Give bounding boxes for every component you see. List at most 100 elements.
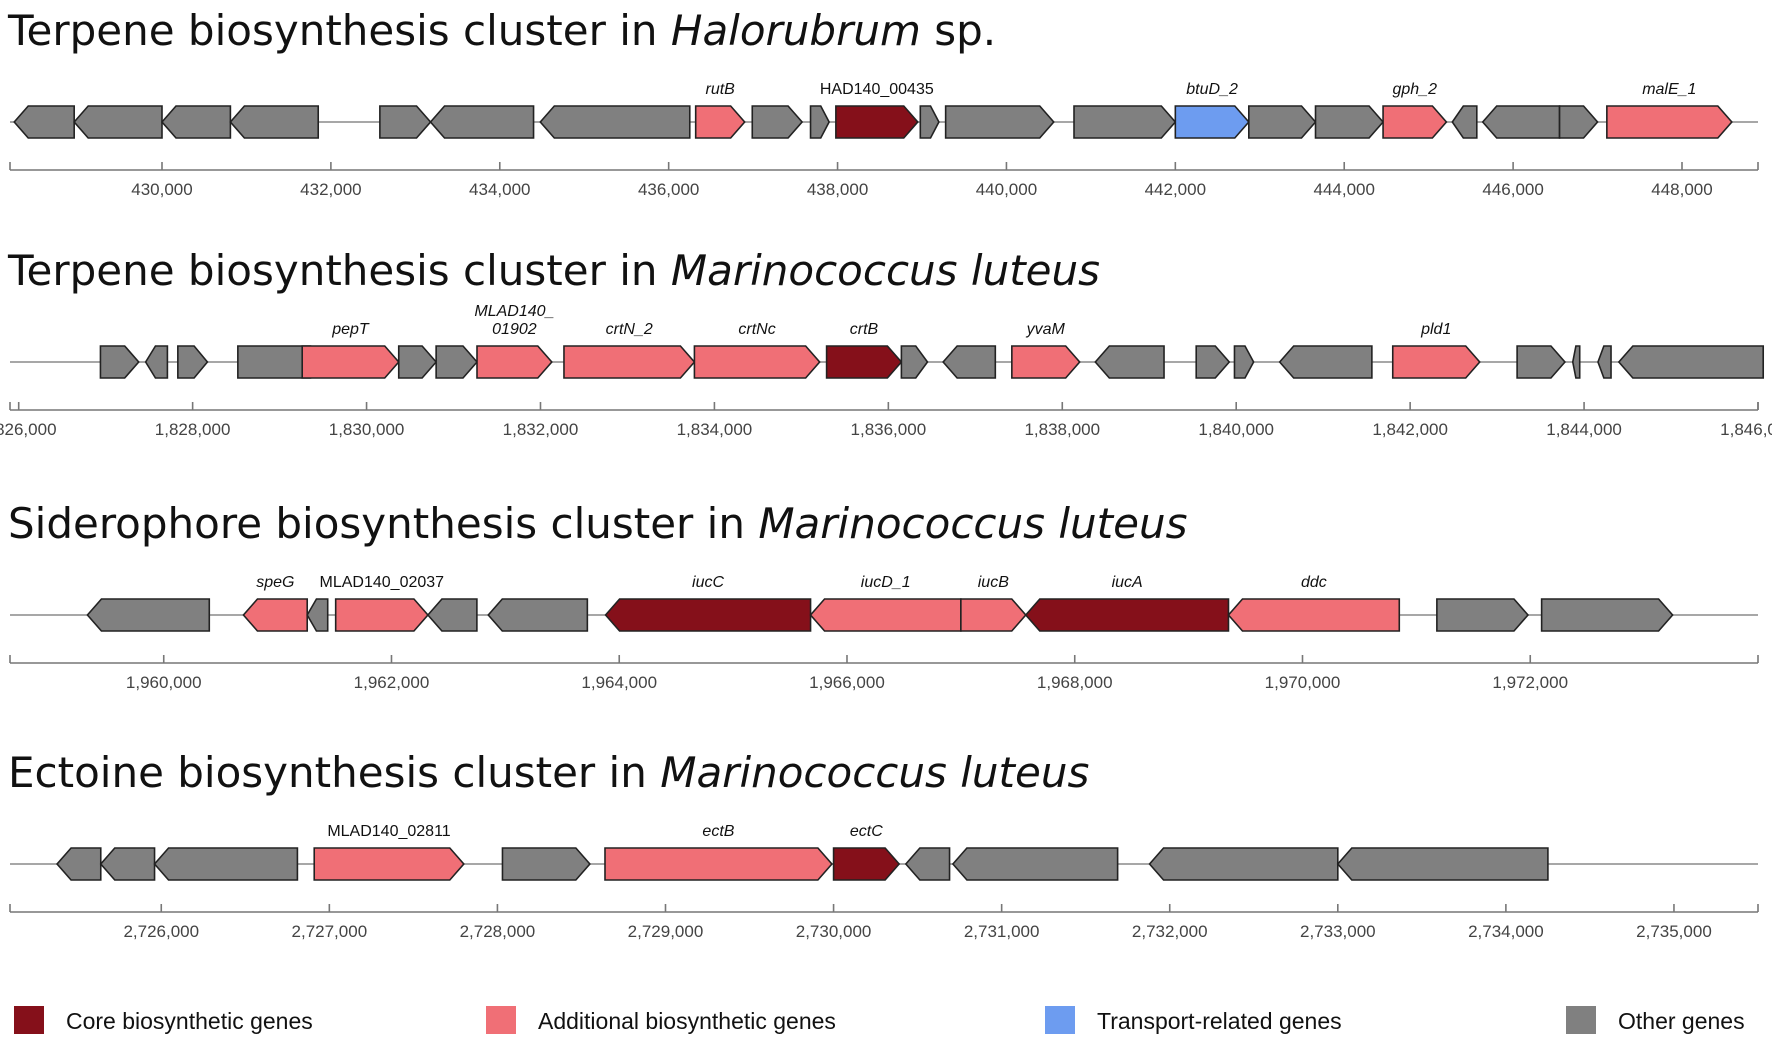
tick-label: 1,962,000 (354, 673, 430, 692)
tick-label: 1,966,000 (809, 673, 885, 692)
gene-label: MLAD140_01902 (474, 303, 554, 338)
tick-label: 1,844,000 (1546, 420, 1622, 439)
gene-label: speG (256, 574, 294, 591)
gene-arrow-other (1571, 345, 1581, 379)
gene-arrow-additional (1391, 345, 1481, 379)
cluster-organism: Marinococcus luteus (758, 499, 1187, 548)
legend-label: Transport-related genes (1097, 1008, 1342, 1034)
gene-arrow-other (1436, 598, 1530, 632)
gene-label: crtB (850, 321, 879, 338)
gene-arrow-other (1195, 345, 1231, 379)
cluster-title: Terpene biosynthesis cluster in Marinoco… (7, 246, 1100, 295)
cluster-panel: Siderophore biosynthesis cluster in Mari… (8, 499, 1759, 692)
gene-arrow-other (900, 345, 929, 379)
tick-label: 2,733,000 (1300, 922, 1376, 941)
tick-label: 1,964,000 (581, 673, 657, 692)
gene-label: ectC (850, 823, 883, 840)
gene-arrow-other (1617, 345, 1765, 379)
gene-arrow-other (539, 105, 691, 139)
tick-label: 2,735,000 (1636, 922, 1712, 941)
gene-arrow-additional (960, 598, 1027, 632)
cluster-title: Terpene biosynthesis cluster in Halorubr… (7, 6, 996, 55)
tick-label: 430,000 (131, 180, 192, 199)
cluster-panel: Ectoine biosynthesis cluster in Marinoco… (8, 748, 1759, 941)
gene-label: btuD_2 (1186, 81, 1238, 98)
gene-label: MLAD140_02811 (327, 823, 450, 840)
tick-label: 1,826,000 (0, 420, 57, 439)
gene-arrow-other (1540, 598, 1674, 632)
gene-arrow-other (73, 105, 163, 139)
gene-arrow-other (1278, 345, 1373, 379)
legend-swatch-other (1566, 1006, 1596, 1034)
cluster-panel: Terpene biosynthesis cluster in Halorubr… (7, 6, 1759, 199)
gene-arrow-other (501, 847, 591, 881)
gene-arrow-other (1558, 105, 1599, 139)
gene-arrow-other (99, 847, 156, 881)
legend-label: Additional biosynthetic genes (538, 1008, 836, 1034)
gene-label: iucD_1 (861, 574, 911, 591)
gene-label: ddc (1301, 574, 1327, 591)
cluster-title-prefix: Terpene biosynthesis cluster in (7, 6, 671, 55)
tick-label: 1,840,000 (1198, 420, 1274, 439)
tick-label: 2,726,000 (123, 922, 199, 941)
gene-arrow-additional (334, 598, 429, 632)
gene-arrow-other (379, 105, 432, 139)
gene-arrow-other (951, 847, 1119, 881)
tick-label: 1,972,000 (1492, 673, 1568, 692)
gene-label: crtN_2 (606, 321, 653, 338)
cluster-title-prefix: Siderophore biosynthesis cluster in (8, 499, 758, 548)
cluster-title-prefix: Terpene biosynthesis cluster in (7, 246, 671, 295)
tick-label: 2,734,000 (1468, 922, 1544, 941)
gene-label: HAD140_00435 (820, 81, 934, 98)
gene-arrow-core (825, 345, 903, 379)
cluster-organism: Marinococcus luteus (671, 246, 1100, 295)
gene-arrow-additional (1011, 345, 1081, 379)
gene-arrow-other (144, 345, 169, 379)
gene-arrow-additional (563, 345, 696, 379)
tick-label: 1,830,000 (329, 420, 405, 439)
cluster-title: Siderophore biosynthesis cluster in Mari… (8, 499, 1187, 548)
gene-arrow-core (832, 847, 901, 881)
tick-label: 1,970,000 (1265, 673, 1341, 692)
legend-swatch-transport (1045, 1006, 1075, 1034)
gene-arrow-other (1597, 345, 1612, 379)
tick-label: 2,730,000 (796, 922, 872, 941)
gene-arrow-other (429, 105, 535, 139)
gene-label: rutB (706, 81, 736, 98)
gene-arrow-additional (242, 598, 309, 632)
gene-arrow-additional (809, 598, 962, 632)
gene-arrow-core (604, 598, 812, 632)
gene-arrow-other (153, 847, 299, 881)
tick-label: 444,000 (1313, 180, 1374, 199)
gene-label: pepT (331, 321, 370, 338)
gene-arrow-other (1481, 105, 1561, 139)
gene-arrow-additional (604, 847, 833, 881)
gene-arrow-core (1024, 598, 1230, 632)
tick-label: 436,000 (638, 180, 699, 199)
gene-arrow-other (229, 105, 320, 139)
gene-arrow-other (435, 345, 479, 379)
cluster-organism: Halorubrum (671, 6, 921, 55)
gene-label: iucB (978, 574, 1009, 591)
tick-label: 1,842,000 (1372, 420, 1448, 439)
cluster-title-suffix: sp. (921, 6, 996, 55)
tick-label: 1,836,000 (851, 420, 927, 439)
legend-label: Other genes (1618, 1008, 1745, 1034)
gene-arrow-core (835, 105, 919, 139)
cluster-panel: Terpene biosynthesis cluster in Marinoco… (0, 246, 1772, 439)
gene-arrow-other (160, 105, 232, 139)
tick-label: 1,968,000 (1037, 673, 1113, 692)
gene-arrow-transport (1174, 105, 1250, 139)
gene-arrow-additional (313, 847, 465, 881)
cluster-organism: Marinococcus luteus (660, 748, 1089, 797)
tick-label: 2,728,000 (460, 922, 536, 941)
tick-label: 1,846,000 (1720, 420, 1772, 439)
gene-label: crtNc (738, 321, 775, 338)
gene-label: iucA (1112, 574, 1143, 591)
gene-arrow-other (1336, 847, 1549, 881)
tick-label: 1,838,000 (1024, 420, 1100, 439)
gene-arrow-other (809, 105, 831, 139)
gene-arrow-other (487, 598, 589, 632)
gene-arrow-other (1233, 345, 1255, 379)
gene-arrow-other (1248, 105, 1317, 139)
